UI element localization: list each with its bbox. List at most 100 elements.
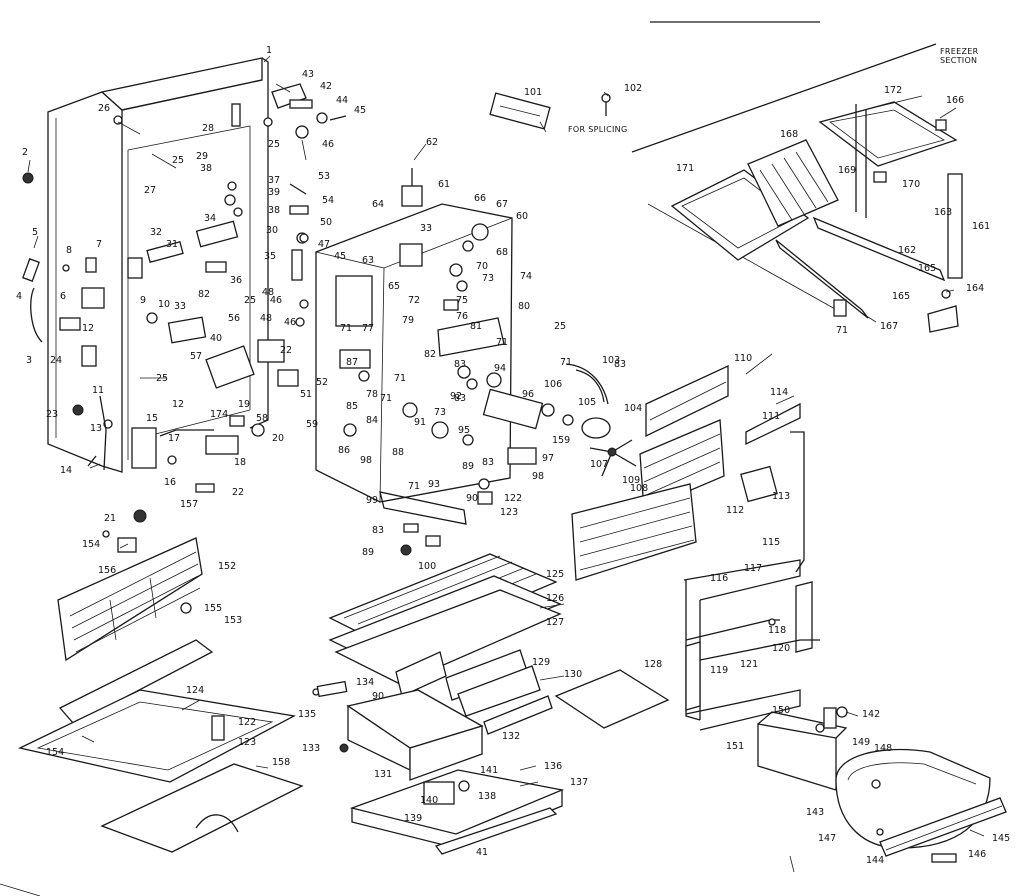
part-number-label: 21 (104, 513, 117, 524)
part-number-label: 32 (150, 227, 163, 238)
part-number-label: 33 (174, 301, 187, 312)
part-number-label: 50 (320, 217, 333, 228)
part-number-label: 165 (892, 291, 911, 302)
part-number-label: 134 (356, 677, 375, 688)
part-number-label: 126 (546, 593, 565, 604)
part-number-label: 120 (772, 643, 791, 654)
part-number-label: 156 (98, 565, 117, 576)
part-number-label: 136 (544, 761, 563, 772)
part-number-label: 38 (268, 205, 281, 216)
part-number-label: 46 (322, 139, 335, 150)
part-number-label: 53 (318, 171, 331, 182)
part-number-label: 150 (772, 705, 791, 716)
part-number-label: 68 (496, 247, 509, 258)
part-number-label: 83 (454, 393, 467, 404)
part-number-label: 73 (434, 407, 447, 418)
part-number-label: 87 (346, 357, 359, 368)
part-number-label: 71 (836, 325, 849, 336)
part-number-label: 108 (630, 483, 649, 494)
part-number-label: 19 (238, 399, 251, 410)
part-number-label: 14 (60, 465, 73, 476)
part-number-label: 8 (66, 245, 73, 256)
part-number-label: 109 (622, 475, 641, 486)
part-number-label: 60 (516, 211, 529, 222)
part-number-label: 12 (172, 399, 185, 410)
part-number-label: 66 (474, 193, 487, 204)
part-number-label: 151 (726, 741, 745, 752)
part-number-label: 13 (90, 423, 103, 434)
part-number-label: 95 (458, 425, 471, 436)
part-number-label: 97 (542, 453, 555, 464)
part-number-label: 51 (300, 389, 313, 400)
part-number-label: 35 (264, 251, 277, 262)
part-number-label: 41 (476, 847, 489, 858)
part-number-label: 6 (60, 291, 67, 302)
part-number-label: 125 (546, 569, 565, 580)
part-number-label: 77 (362, 323, 375, 334)
part-number-label: 161 (972, 221, 991, 232)
part-number-label: 81 (470, 321, 483, 332)
part-number-label: 3 (26, 355, 33, 366)
part-number-label: 5 (32, 227, 39, 238)
part-number-label: 114 (770, 387, 789, 398)
part-number-label: 46 (270, 295, 283, 306)
part-number-label: 4 (16, 291, 23, 302)
part-number-label: 147 (818, 833, 837, 844)
part-number-label: 71 (380, 393, 393, 404)
part-number-label: 148 (874, 743, 893, 754)
part-number-label: 158 (272, 757, 291, 768)
part-number-label: 140 (420, 795, 439, 806)
part-number-label: 18 (234, 457, 247, 468)
part-number-label: 123 (238, 737, 257, 748)
part-number-label: 39 (268, 187, 281, 198)
part-number-label: 163 (934, 207, 953, 218)
part-number-label: 90 (372, 691, 385, 702)
part-number-label: 23 (46, 409, 59, 420)
part-number-label: 83 (372, 525, 385, 536)
freezer-section-note-line1: FREEZER (940, 47, 979, 56)
part-number-label: 105 (578, 397, 597, 408)
part-number-label: 31 (166, 239, 179, 250)
part-number-label: 121 (740, 659, 759, 670)
part-number-label: 72 (408, 295, 421, 306)
top-hinge-parts (271, 83, 347, 243)
part-number-label: 135 (298, 709, 317, 720)
part-number-label: 92 (450, 391, 463, 402)
part-number-label: 146 (968, 849, 987, 860)
part-number-label: 42 (320, 81, 333, 92)
part-number-label: 27 (144, 185, 157, 196)
part-number-label: 115 (762, 537, 781, 548)
part-number-label: 58 (256, 413, 269, 424)
freezer-section-note-line2: SECTION (940, 55, 978, 65)
part-number-label: 65 (388, 281, 401, 292)
part-number-label: 67 (496, 199, 509, 210)
part-number-label: 86 (338, 445, 351, 456)
part-number-label: 153 (224, 615, 243, 626)
crisper-pans (312, 680, 565, 855)
part-number-label: 63 (362, 255, 375, 266)
part-number-label: 47 (318, 239, 331, 250)
part-number-label: 113 (772, 491, 791, 502)
butter-drawer-assembly (757, 706, 1007, 863)
part-number-label: 80 (518, 301, 531, 312)
part-number-label: 29 (196, 151, 209, 162)
part-number-label: 22 (280, 345, 293, 356)
air-duct-grilles (571, 364, 778, 581)
part-number-label: 168 (780, 129, 799, 140)
part-number-label: 157 (180, 499, 199, 510)
part-number-label: 100 (418, 561, 437, 572)
part-number-label: 52 (316, 377, 329, 388)
part-number-label: 162 (898, 245, 917, 256)
part-number-label: 75 (456, 295, 469, 306)
part-number-label: 166 (946, 95, 965, 106)
part-number-label: 28 (202, 123, 215, 134)
part-number-label: 56 (228, 313, 241, 324)
part-number-label: 118 (768, 625, 787, 636)
part-number-label: 25 (172, 155, 185, 166)
part-number-label: 139 (404, 813, 423, 824)
part-number-label: 40 (210, 333, 223, 344)
part-number-label: 122 (504, 493, 523, 504)
part-number-label: 119 (710, 665, 729, 676)
part-number-label: 82 (198, 289, 211, 300)
